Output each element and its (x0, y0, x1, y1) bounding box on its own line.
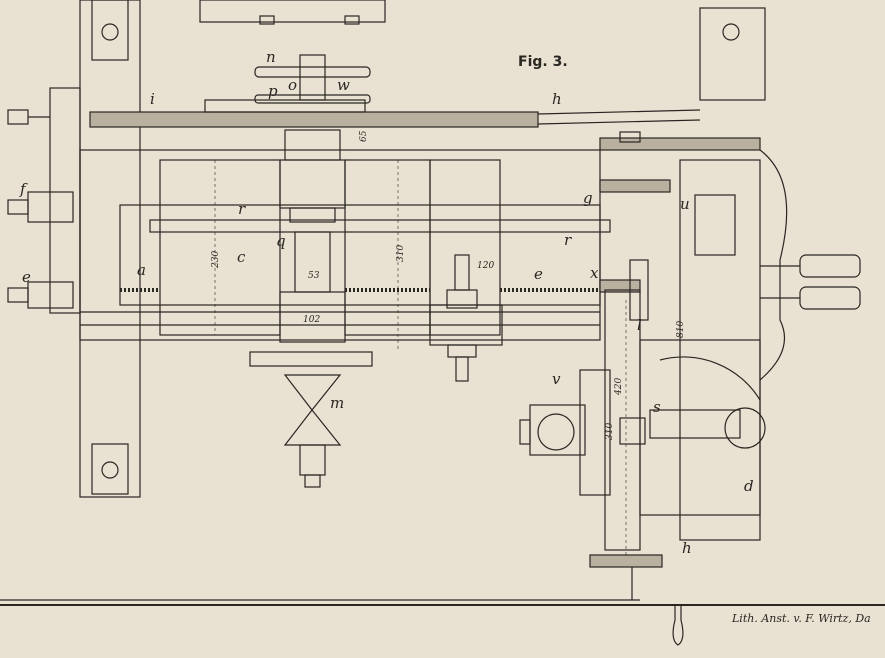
spindle (149, 159, 611, 488)
dim-65: 65 (359, 130, 369, 142)
label-h-bottom: h (682, 539, 692, 557)
dim-230: 230 (211, 251, 221, 269)
base-frame (0, 0, 885, 606)
crank-handle (672, 605, 684, 646)
label-r-right: r (564, 231, 572, 249)
label-a: a (137, 261, 146, 279)
label-r-left: r (238, 200, 246, 218)
label-s: s (653, 398, 661, 416)
top-gear-train (89, 54, 761, 161)
figure-title: Fig. 3. (518, 54, 568, 70)
label-n: n (266, 48, 276, 66)
label-u: u (680, 195, 690, 213)
machine-bed (49, 87, 601, 341)
label-h-top: h (552, 90, 562, 108)
dim-310-slide: 310 (605, 423, 615, 440)
label-l: l (637, 316, 642, 334)
label-i: i (150, 90, 155, 108)
gear-box (589, 179, 736, 600)
label-e-left: e (22, 268, 31, 286)
label-m: m (330, 394, 344, 412)
bevel-cutter (519, 404, 586, 456)
lithographer-credit: Lith. Anst. v. F. Wirtz, Da (731, 612, 871, 625)
slide (579, 339, 766, 516)
label-e-mid: e (534, 265, 543, 283)
right-column (679, 7, 861, 541)
label-x: x (590, 264, 599, 282)
screw-ends (7, 109, 74, 309)
dim-420: 420 (614, 378, 624, 396)
label-o: o (288, 76, 297, 94)
label-v: v (552, 370, 561, 388)
dim-120: 120 (477, 261, 494, 271)
dim-53: 53 (308, 271, 320, 281)
dim-310: 310 (396, 245, 406, 262)
label-f: f (19, 180, 28, 198)
label-w: w (337, 76, 350, 94)
label-c: c (237, 248, 246, 266)
label-p: p (268, 82, 278, 100)
screw-block (429, 254, 503, 382)
label-q: q (276, 232, 286, 250)
label-g: g (583, 189, 593, 207)
label-d: d (744, 477, 754, 495)
dim-102: 102 (303, 315, 320, 325)
dim-810: 810 (676, 321, 686, 338)
